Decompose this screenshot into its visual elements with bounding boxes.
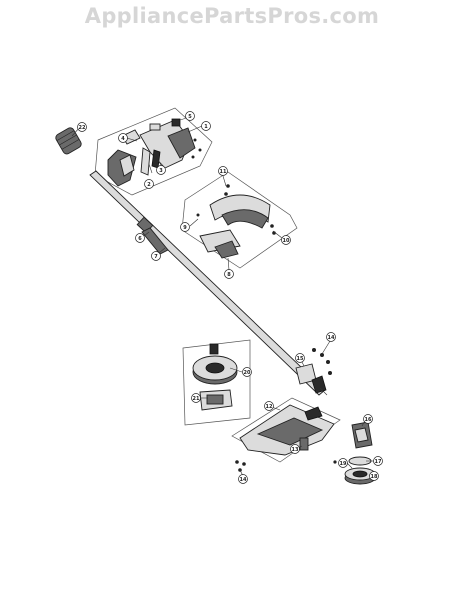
callout-21: 21	[191, 393, 201, 403]
callout-12-label: 12	[266, 404, 273, 410]
callout-8: 8	[224, 269, 234, 279]
callout-3: 3	[156, 165, 166, 175]
callout-15-label: 15	[297, 356, 304, 362]
callout-3-label: 3	[159, 168, 163, 174]
callout-14-upper: 14	[326, 332, 336, 342]
callout-7-label: 7	[154, 254, 158, 260]
part-22-grip	[55, 127, 82, 155]
callout-13: 13	[290, 444, 300, 454]
callout-7: 7	[151, 251, 161, 261]
callout-16: 16	[363, 414, 373, 424]
clamp-assembly	[295, 348, 332, 394]
handle-assembly	[94, 107, 213, 196]
callout-6: 6	[135, 233, 145, 243]
watermark-text: AppliancePartsPros.com	[84, 4, 380, 28]
callout-2-label: 2	[147, 182, 151, 188]
callout-1: 1	[201, 121, 211, 131]
callout-5-label: 5	[188, 114, 192, 120]
part-7-shaft	[89, 170, 326, 396]
callout-5: 5	[185, 111, 195, 121]
callout-11: 11	[218, 166, 228, 176]
callout-17-label: 17	[375, 459, 382, 465]
callout-10: 10	[281, 235, 291, 245]
callout-18-label: 18	[371, 474, 378, 480]
guard-assembly	[181, 171, 298, 269]
callout-19: 19	[338, 458, 348, 468]
callout-22: 22	[77, 122, 87, 132]
callout-4-label: 4	[121, 136, 125, 142]
callout-16-label: 16	[365, 417, 372, 423]
callout-13-label: 13	[292, 447, 299, 453]
callout-9: 9	[180, 222, 190, 232]
callout-2: 2	[144, 179, 154, 189]
callout-21-label: 21	[193, 396, 200, 402]
callout-8-label: 8	[227, 272, 231, 278]
callout-4: 4	[118, 133, 128, 143]
callout-19-label: 19	[340, 461, 347, 467]
callout-20: 20	[242, 367, 252, 377]
callout-18: 18	[369, 471, 379, 481]
callout-20-label: 20	[244, 370, 251, 376]
callout-22-label: 22	[79, 125, 86, 131]
callout-14-upper-label: 14	[328, 335, 335, 341]
callout-9-label: 9	[183, 225, 187, 231]
callout-14-lower: 14	[238, 474, 248, 484]
part-12-housing	[231, 397, 341, 463]
callout-10-label: 10	[283, 238, 290, 244]
callout-12: 12	[264, 401, 274, 411]
fasteners-14	[235, 460, 246, 472]
callout-1-label: 1	[204, 124, 208, 130]
callout-11-label: 11	[220, 169, 227, 175]
callout-6-label: 6	[138, 236, 142, 242]
callout-14-lower-label: 14	[240, 477, 247, 483]
head-assembly	[333, 421, 376, 485]
callout-15: 15	[295, 353, 305, 363]
spool-assembly	[182, 339, 251, 426]
callout-17: 17	[373, 456, 383, 466]
